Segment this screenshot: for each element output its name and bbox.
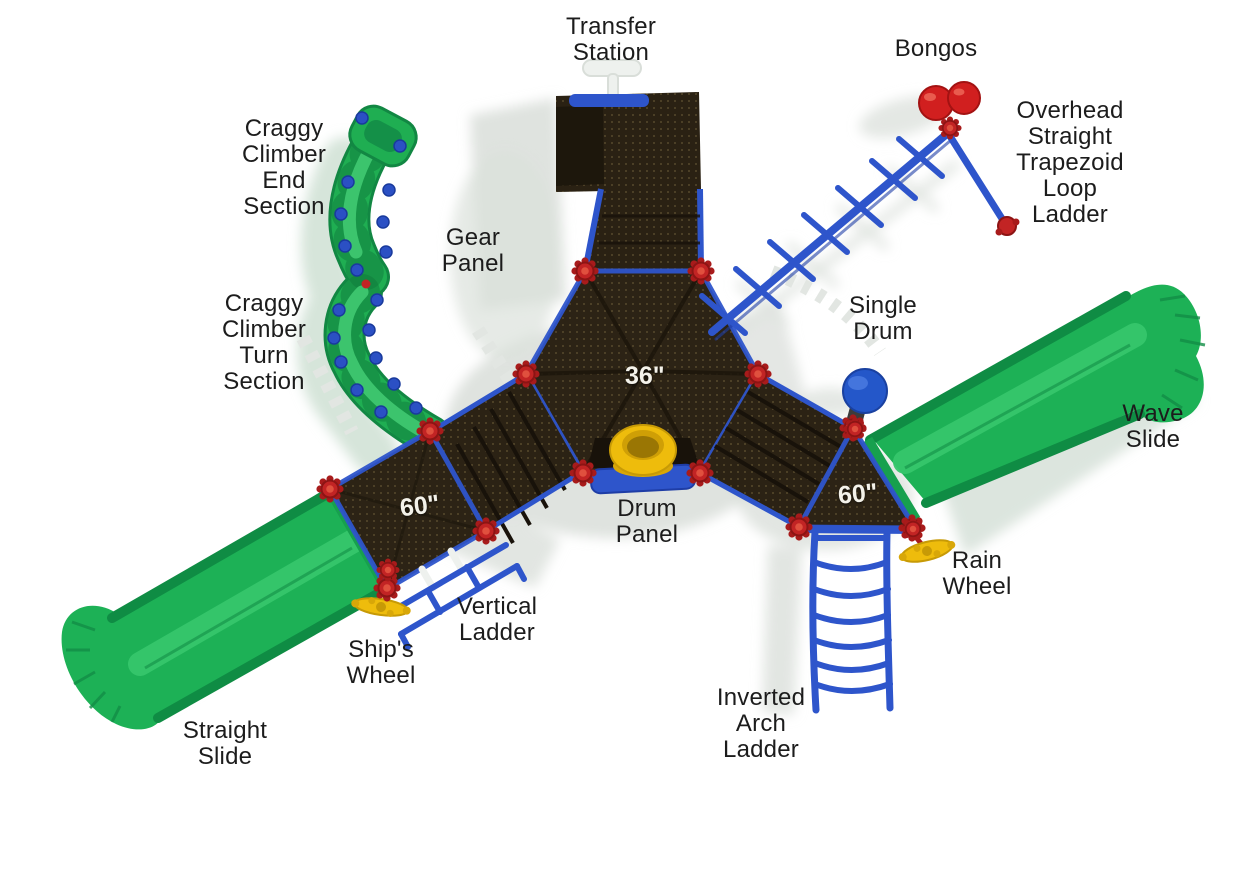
transfer-station-platform bbox=[556, 92, 701, 192]
ladder-shadow bbox=[296, 334, 359, 436]
wave-slide bbox=[861, 284, 1206, 524]
label-gear-panel: Gear Panel bbox=[441, 224, 505, 277]
bridge-deck bbox=[582, 188, 704, 272]
label-craggy-end: Craggy Climber End Section bbox=[241, 115, 327, 220]
left-deck-60 bbox=[326, 427, 490, 593]
label-bongos: Bongos bbox=[894, 35, 978, 62]
left-ramp bbox=[428, 371, 584, 544]
label-drum-panel: Drum Panel bbox=[615, 495, 679, 548]
label-single-drum: Single Drum bbox=[849, 292, 917, 345]
climber-joint bbox=[361, 279, 371, 289]
label-inverted-arch-ladder: Inverted Arch Ladder bbox=[716, 684, 806, 763]
deck-size-right: 60" bbox=[836, 478, 879, 510]
balustrade-shadow bbox=[769, 265, 886, 356]
vertical-ladder bbox=[386, 542, 527, 650]
deck-size-center: 36" bbox=[625, 362, 665, 390]
slide-flare-ridges bbox=[66, 620, 122, 723]
deck-size-left: 60" bbox=[398, 489, 442, 523]
inverted-arch-ladder bbox=[809, 528, 894, 714]
label-rain-wheel: Rain Wheel bbox=[942, 547, 1012, 600]
label-transfer-station: Transfer Station bbox=[565, 13, 657, 66]
slide-flare-ridges bbox=[1159, 294, 1206, 410]
right-ramp bbox=[698, 371, 855, 530]
label-straight-slide: Straight Slide bbox=[182, 717, 268, 770]
climber-holds bbox=[327, 111, 423, 419]
label-ships-wheel: Ship's Wheel bbox=[346, 636, 416, 689]
bongos bbox=[918, 81, 981, 121]
straight-slide bbox=[61, 485, 393, 730]
rain-wheel bbox=[898, 534, 956, 563]
right-deck-60 bbox=[794, 423, 920, 534]
overhead-trapezoid-loop-ladder bbox=[699, 129, 1020, 341]
ladder-end-cap bbox=[995, 216, 1020, 236]
label-vertical-ladder: Vertical Ladder bbox=[456, 593, 538, 646]
station-entry-rail bbox=[569, 94, 649, 107]
label-wave-slide: Wave Slide bbox=[1122, 400, 1184, 453]
drum-panel bbox=[589, 424, 697, 495]
craggy-climber bbox=[323, 104, 451, 457]
label-craggy-turn: Craggy Climber Turn Section bbox=[221, 290, 307, 395]
label-overhead-ladder: Overhead Straight Trapezoid Loop Ladder bbox=[1016, 97, 1124, 228]
